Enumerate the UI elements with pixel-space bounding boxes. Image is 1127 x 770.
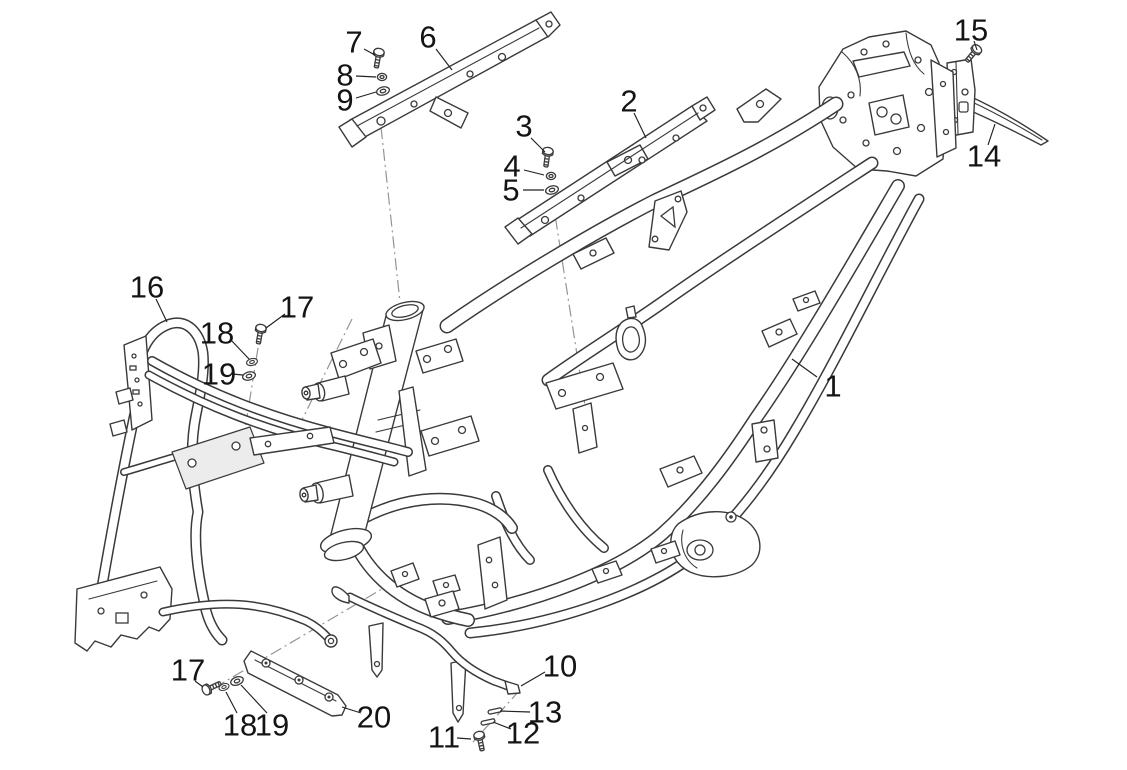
frame-p-clamp bbox=[615, 305, 647, 361]
frame-rect-bracket bbox=[751, 419, 779, 463]
callout-label-19-lower: 19 bbox=[255, 708, 289, 743]
frame-engine-mounts bbox=[299, 338, 480, 504]
callout-label-16: 16 bbox=[130, 270, 164, 305]
callout-label-18-lower: 18 bbox=[223, 708, 257, 743]
brace-curved-band-inner bbox=[347, 594, 518, 692]
callout-label-12: 12 bbox=[506, 716, 540, 751]
subframe-lower-arm-inner bbox=[160, 601, 333, 643]
callout-label-9: 9 bbox=[336, 83, 353, 118]
callout-label-6: 6 bbox=[419, 20, 436, 55]
part-plate-20 bbox=[243, 650, 347, 717]
callout-label-20: 20 bbox=[357, 700, 391, 735]
axis-brace-bolt bbox=[472, 689, 521, 743]
axis-lower-bolt bbox=[213, 575, 405, 689]
leader-line-12 bbox=[492, 721, 512, 730]
washer-19-upper bbox=[241, 369, 257, 383]
callout-label-3: 3 bbox=[515, 109, 532, 144]
brace-hook-end bbox=[331, 586, 350, 604]
part-bracket-14 bbox=[946, 58, 1049, 146]
leader-line-8 bbox=[355, 75, 377, 78]
leader-line-19-lower bbox=[240, 684, 268, 714]
callout-label-7: 7 bbox=[345, 25, 362, 60]
leader-line-17-lower bbox=[194, 680, 204, 688]
leader-line-7 bbox=[363, 48, 376, 56]
leader-line-6 bbox=[435, 48, 453, 71]
brace-leg-rear bbox=[450, 659, 467, 723]
subframe-loop-tube-inner bbox=[95, 319, 226, 644]
callout-label-17-lower: 17 bbox=[171, 653, 205, 688]
leader-line-16 bbox=[155, 298, 168, 323]
leader-line-9 bbox=[355, 91, 377, 99]
frame-swingarm-pivot bbox=[669, 511, 761, 578]
screw-17-upper bbox=[252, 322, 268, 346]
part-frame-1 bbox=[299, 30, 957, 639]
callout-label-19-upper: 19 bbox=[202, 357, 236, 392]
leader-line-18-lower bbox=[225, 691, 238, 714]
leader-line-13 bbox=[499, 710, 531, 713]
callout-label-14: 14 bbox=[967, 139, 1001, 174]
part-crossmember-2 bbox=[504, 96, 716, 245]
nut-8 bbox=[376, 72, 388, 82]
frame-mid-diagonal-b-inner bbox=[544, 466, 608, 552]
subframe-strut-inner bbox=[121, 453, 181, 475]
callout-label-5: 5 bbox=[502, 173, 519, 208]
leader-line-2 bbox=[633, 112, 647, 139]
axis-crossmember6 bbox=[380, 126, 401, 303]
frame-right-spar-rear-inner bbox=[466, 195, 923, 637]
callout-label-8: 8 bbox=[336, 58, 353, 93]
frame-front-cross-tube-inner bbox=[359, 494, 517, 533]
part-brace-10 bbox=[331, 586, 521, 723]
callout-label-13: 13 bbox=[528, 695, 562, 730]
leader-line-3 bbox=[530, 137, 546, 153]
subframe-seat-rail-a-inner bbox=[148, 357, 412, 456]
callout-label-18-upper: 18 bbox=[200, 316, 234, 351]
leader-line-1 bbox=[791, 358, 818, 378]
frame-second-tube-inner bbox=[543, 158, 877, 385]
leader-line-15 bbox=[973, 40, 978, 51]
leader-line-19-upper bbox=[231, 373, 244, 376]
callout-label-17-upper: 17 bbox=[280, 290, 314, 325]
frame-gusset-plate bbox=[648, 190, 688, 251]
washer-19-lower bbox=[228, 674, 246, 688]
callout-label-4: 4 bbox=[503, 149, 520, 184]
washer-9 bbox=[375, 84, 391, 98]
callout-label-2: 2 bbox=[620, 84, 637, 119]
subframe-mount-bracket bbox=[171, 426, 335, 490]
leader-line-11 bbox=[456, 737, 472, 740]
part-crossmember-6 bbox=[338, 11, 561, 148]
leader-line-20 bbox=[341, 706, 362, 714]
frame-downtube-inner bbox=[346, 530, 474, 626]
part-subframe-16 bbox=[74, 317, 413, 652]
screw-11 bbox=[472, 729, 489, 753]
callout-label-10: 10 bbox=[543, 649, 577, 684]
subframe-foot-plate bbox=[74, 566, 173, 652]
callout-label-1: 1 bbox=[824, 369, 841, 404]
leader-line-14 bbox=[987, 123, 996, 146]
leader-line-18-upper bbox=[229, 338, 250, 360]
leader-line-17-upper bbox=[265, 313, 286, 329]
leader-line-10 bbox=[520, 671, 546, 687]
frame-mid-bracket-cluster bbox=[477, 362, 624, 610]
screw-7 bbox=[370, 46, 386, 70]
leader-line-4 bbox=[523, 169, 545, 176]
frame-right-spar-inner bbox=[442, 180, 904, 624]
nut-4 bbox=[545, 171, 557, 181]
brace-tip bbox=[504, 680, 521, 695]
callout-label-15: 15 bbox=[954, 13, 988, 48]
washer-18-upper bbox=[245, 356, 259, 368]
axis-subframe-diagonal bbox=[292, 318, 353, 439]
callout-label-11: 11 bbox=[428, 720, 460, 755]
brace-leg-front bbox=[368, 622, 384, 678]
